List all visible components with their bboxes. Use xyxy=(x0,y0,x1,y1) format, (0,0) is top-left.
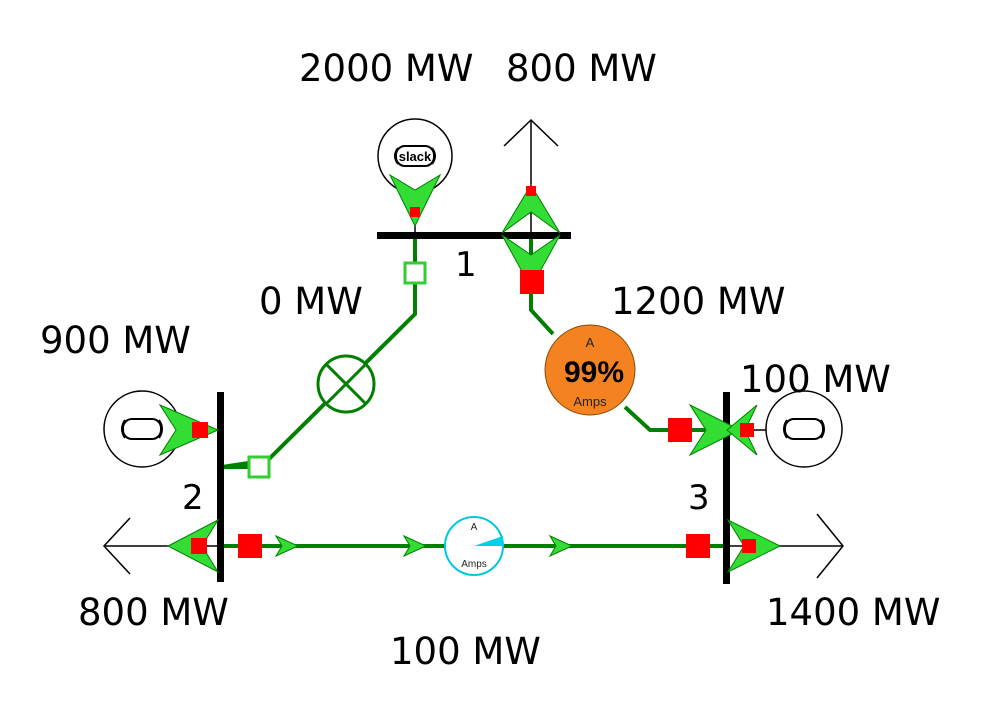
gen-3-mw-label: 100 MW xyxy=(740,358,891,401)
load-3-breaker[interactable] xyxy=(742,539,756,553)
line-1-3-breaker-bus1[interactable] xyxy=(520,270,544,294)
line-1-2-breaker-bus2[interactable] xyxy=(247,455,271,479)
gen-2-breaker[interactable] xyxy=(192,422,208,438)
load-1-mw-label: 800 MW xyxy=(506,47,657,90)
line-1-3-gauge-unit: Amps xyxy=(573,394,607,409)
load-1-breaker[interactable] xyxy=(526,186,536,196)
line-1-2[interactable] xyxy=(221,235,417,469)
line-2-3-flow-arrow-3 xyxy=(548,534,574,558)
load-2-breaker[interactable] xyxy=(191,538,207,554)
line-1-2-series-device[interactable] xyxy=(316,354,376,414)
line-2-3-gauge-wedge xyxy=(474,536,504,546)
gen-2-flow-arrow xyxy=(158,403,220,457)
gen-3-breaker[interactable] xyxy=(740,423,754,437)
load-2-mw-label: 800 MW xyxy=(78,591,229,634)
gen-1-mw-label: 2000 MW xyxy=(299,47,473,90)
gen-2-mw-label: 900 MW xyxy=(40,319,191,362)
bus-2-bar[interactable] xyxy=(217,392,224,582)
generator-2[interactable] xyxy=(103,390,217,468)
line-1-2-breaker-bus1[interactable] xyxy=(403,261,427,285)
bus-3-label: 3 xyxy=(688,478,710,518)
slack-label: slack xyxy=(399,149,432,164)
line-1-3-gauge-disc xyxy=(544,324,636,416)
line-1-3-gauge-percent: 99% xyxy=(564,356,624,389)
line-1-3-amps-gauge[interactable] xyxy=(544,324,636,416)
line-2-3-gauge-top: A xyxy=(471,522,478,533)
line-2-3-flow-arrow-1 xyxy=(274,534,300,558)
line-1-2-mw-label: 0 MW xyxy=(259,280,363,323)
bus-1-bar[interactable] xyxy=(377,232,571,239)
bus-2-label: 2 xyxy=(182,478,204,518)
line-2-3-breaker-bus2[interactable] xyxy=(238,534,262,558)
line-1-3-gauge-top: A xyxy=(586,335,595,350)
bus-3-bar[interactable] xyxy=(723,392,730,584)
line-2-3-mw-label: 100 MW xyxy=(390,630,541,673)
line-2-3-flow-arrow-2 xyxy=(402,534,428,558)
load-1[interactable] xyxy=(503,118,559,232)
line-1-3-breaker-bus3[interactable] xyxy=(668,418,692,442)
line-1-3-mw-label: 1200 MW xyxy=(611,280,785,323)
line-2-3-gauge-unit: Amps xyxy=(461,559,487,570)
line-2-3-breaker-bus3[interactable] xyxy=(686,534,710,558)
bus-1-label: 1 xyxy=(455,245,477,285)
load-3-mw-label: 1400 MW xyxy=(766,591,940,634)
line-1-3-flow-arrow-at-bus3 xyxy=(688,403,742,457)
generator-3[interactable] xyxy=(730,390,843,468)
load-1-flow-arrow xyxy=(501,184,561,234)
gen-1-breaker[interactable] xyxy=(410,207,420,217)
line-2-3-amps-gauge[interactable] xyxy=(444,516,504,576)
gen-1-flow-arrow xyxy=(388,173,442,228)
